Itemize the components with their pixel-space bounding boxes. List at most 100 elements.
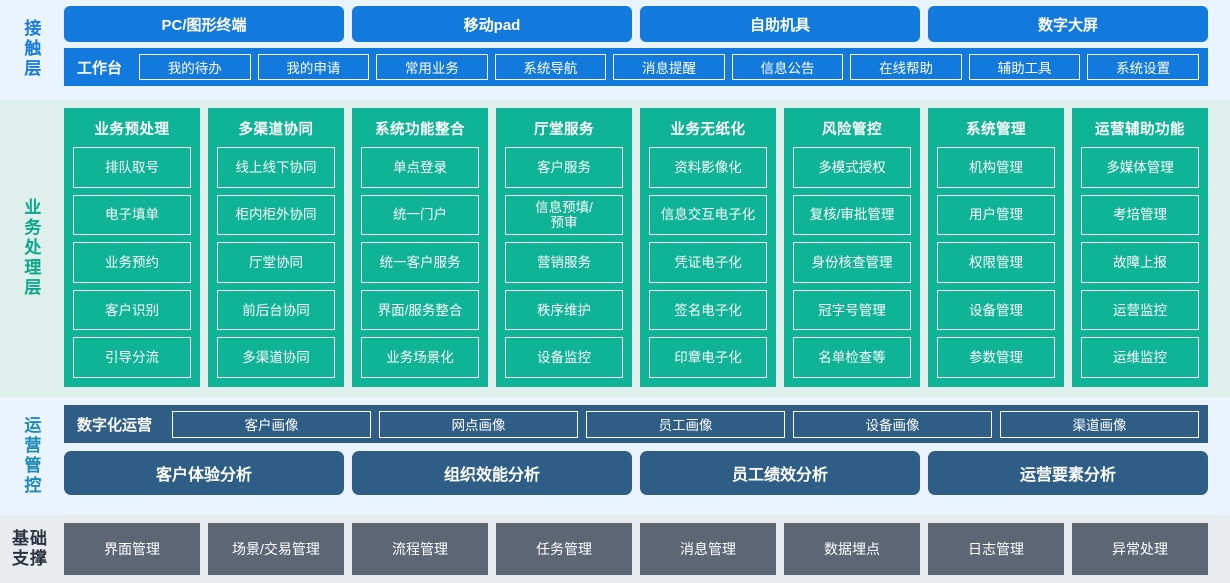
foundation-layer-label: 基础 支撑 <box>0 523 60 575</box>
business-layer-label: 业务处理层 <box>0 108 60 387</box>
foundation-item[interactable]: 任务管理 <box>496 523 632 575</box>
business-item[interactable]: 前后台协同 <box>217 289 335 331</box>
operations-layer-label: 运营管控 <box>0 405 60 507</box>
foundation-item[interactable]: 日志管理 <box>928 523 1064 575</box>
business-column-title: 业务无纸化 <box>670 122 746 138</box>
workbench-item[interactable]: 辅助工具 <box>968 54 1081 80</box>
contact-layer-label: 接触层 <box>0 6 60 92</box>
business-column-title: 多渠道协同 <box>238 122 314 138</box>
business-item-list: 客户服务 信息预填/ 预审 营销服务 秩序维护 设备监控 <box>505 147 623 378</box>
business-item[interactable]: 设备监控 <box>505 337 623 378</box>
foundation-label-line1: 基础 <box>12 528 48 548</box>
analysis-item[interactable]: 客户体验分析 <box>64 451 344 495</box>
business-item[interactable]: 业务场景化 <box>361 337 479 378</box>
business-item[interactable]: 引导分流 <box>73 337 191 378</box>
business-item[interactable]: 多渠道协同 <box>217 337 335 378</box>
foundation-item[interactable]: 流程管理 <box>352 523 488 575</box>
business-item[interactable]: 秩序维护 <box>505 289 623 331</box>
business-item[interactable]: 权限管理 <box>937 242 1055 283</box>
foundation-item[interactable]: 异常处理 <box>1072 523 1208 575</box>
business-item[interactable]: 业务预约 <box>73 242 191 283</box>
foundation-layer-label-text: 基础 支撑 <box>12 529 48 570</box>
business-item[interactable]: 电子填单 <box>73 194 191 236</box>
business-item[interactable]: 信息交互电子化 <box>649 194 767 236</box>
portrait-item[interactable]: 客户画像 <box>172 410 372 438</box>
business-item[interactable]: 营销服务 <box>505 242 623 283</box>
business-item[interactable]: 运维监控 <box>1081 337 1199 378</box>
business-item[interactable]: 冠字号管理 <box>793 289 911 331</box>
business-column: 业务预处理 排队取号 电子填单 业务预约 客户识别 引导分流 <box>64 108 200 387</box>
workbench-item[interactable]: 消息提醒 <box>613 54 725 80</box>
business-layer-section: 业务处理层 业务预处理 排队取号 电子填单 业务预约 客户识别 引导分流 多渠道… <box>0 100 1230 397</box>
business-item[interactable]: 签名电子化 <box>649 289 767 331</box>
operations-layer-label-text: 运营管控 <box>21 416 41 496</box>
business-item[interactable]: 信息预填/ 预审 <box>505 194 623 236</box>
business-column: 多渠道协同 线上线下协同 柜内柜外协同 厅堂协同 前后台协同 多渠道协同 <box>208 108 344 387</box>
workbench-item[interactable]: 常用业务 <box>376 54 488 80</box>
business-item-list: 排队取号 电子填单 业务预约 客户识别 引导分流 <box>73 147 191 378</box>
portrait-item[interactable]: 员工画像 <box>586 410 786 438</box>
business-item-list: 线上线下协同 柜内柜外协同 厅堂协同 前后台协同 多渠道协同 <box>217 147 335 378</box>
foundation-item-row: 界面管理 场景/交易管理 流程管理 任务管理 消息管理 数据埋点 日志管理 异常… <box>60 523 1230 575</box>
business-column: 厅堂服务 客户服务 信息预填/ 预审 营销服务 秩序维护 设备监控 <box>496 108 632 387</box>
business-item[interactable]: 名单检查等 <box>793 337 911 378</box>
business-item[interactable]: 统一客户服务 <box>361 242 479 283</box>
operations-layer-body: 数字化运营 客户画像 网点画像 员工画像 设备画像 渠道画像 客户体验分析 组织… <box>60 405 1230 507</box>
business-item[interactable]: 故障上报 <box>1081 242 1199 283</box>
workbench-item[interactable]: 系统设置 <box>1087 54 1199 80</box>
workbench-item[interactable]: 系统导航 <box>494 54 607 80</box>
business-column-title: 风险管控 <box>822 122 882 138</box>
workbench-item[interactable]: 我的待办 <box>139 54 251 80</box>
business-item[interactable]: 界面/服务整合 <box>361 289 479 331</box>
channel-button-row: PC/图形终端 移动pad 自助机具 数字大屏 <box>60 6 1230 42</box>
business-item[interactable]: 单点登录 <box>361 147 479 188</box>
workbench-bar: 工作台 我的待办 我的申请 常用业务 系统导航 消息提醒 信息公告 在线帮助 辅… <box>64 48 1208 86</box>
business-item[interactable]: 线上线下协同 <box>217 147 335 188</box>
business-column-title: 业务预处理 <box>94 122 170 138</box>
channel-button[interactable]: 数字大屏 <box>928 6 1208 42</box>
business-item-list: 多模式授权 复核/审批管理 身份核查管理 冠字号管理 名单检查等 <box>793 147 911 378</box>
business-column: 业务无纸化 资料影像化 信息交互电子化 凭证电子化 签名电子化 印章电子化 <box>640 108 776 387</box>
business-item[interactable]: 用户管理 <box>937 194 1055 236</box>
channel-button[interactable]: PC/图形终端 <box>64 6 344 42</box>
foundation-item[interactable]: 数据埋点 <box>784 523 920 575</box>
business-item[interactable]: 设备管理 <box>937 289 1055 331</box>
business-item[interactable]: 排队取号 <box>73 147 191 188</box>
business-item[interactable]: 客户服务 <box>505 147 623 188</box>
business-item[interactable]: 厅堂协同 <box>217 242 335 283</box>
business-item[interactable]: 资料影像化 <box>649 147 767 188</box>
business-item[interactable]: 统一门户 <box>361 194 479 236</box>
analysis-item[interactable]: 员工绩效分析 <box>640 451 920 495</box>
business-item-list: 资料影像化 信息交互电子化 凭证电子化 签名电子化 印章电子化 <box>649 147 767 378</box>
business-item[interactable]: 参数管理 <box>937 337 1055 378</box>
business-item[interactable]: 考培管理 <box>1081 194 1199 236</box>
foundation-layer-section: 基础 支撑 界面管理 场景/交易管理 流程管理 任务管理 消息管理 数据埋点 日… <box>0 515 1230 583</box>
business-item[interactable]: 印章电子化 <box>649 337 767 378</box>
foundation-item[interactable]: 场景/交易管理 <box>208 523 344 575</box>
business-item[interactable]: 凭证电子化 <box>649 242 767 283</box>
workbench-title: 工作台 <box>77 59 123 77</box>
foundation-item[interactable]: 界面管理 <box>64 523 200 575</box>
portrait-item[interactable]: 渠道画像 <box>1000 410 1200 438</box>
channel-button[interactable]: 自助机具 <box>640 6 920 42</box>
business-item[interactable]: 客户识别 <box>73 289 191 331</box>
analysis-item[interactable]: 组织效能分析 <box>352 451 632 495</box>
analysis-item[interactable]: 运营要素分析 <box>928 451 1208 495</box>
workbench-item[interactable]: 在线帮助 <box>850 54 962 80</box>
business-item[interactable]: 复核/审批管理 <box>793 194 911 236</box>
business-item[interactable]: 柜内柜外协同 <box>217 194 335 236</box>
business-item[interactable]: 身份核查管理 <box>793 242 911 283</box>
portrait-item[interactable]: 设备画像 <box>793 410 993 438</box>
channel-button[interactable]: 移动pad <box>352 6 632 42</box>
business-item[interactable]: 运营监控 <box>1081 289 1199 331</box>
workbench-item[interactable]: 我的申请 <box>257 54 370 80</box>
business-item[interactable]: 多模式授权 <box>793 147 911 188</box>
operations-layer-section: 运营管控 数字化运营 客户画像 网点画像 员工画像 设备画像 渠道画像 客户体验… <box>0 397 1230 515</box>
business-item[interactable]: 机构管理 <box>937 147 1055 188</box>
contact-layer-body: PC/图形终端 移动pad 自助机具 数字大屏 工作台 我的待办 我的申请 常用… <box>60 6 1230 92</box>
foundation-item[interactable]: 消息管理 <box>640 523 776 575</box>
portrait-item[interactable]: 网点画像 <box>379 410 579 438</box>
business-column-title: 运营辅助功能 <box>1095 122 1185 138</box>
workbench-item[interactable]: 信息公告 <box>731 54 844 80</box>
business-item[interactable]: 多媒体管理 <box>1081 147 1199 188</box>
